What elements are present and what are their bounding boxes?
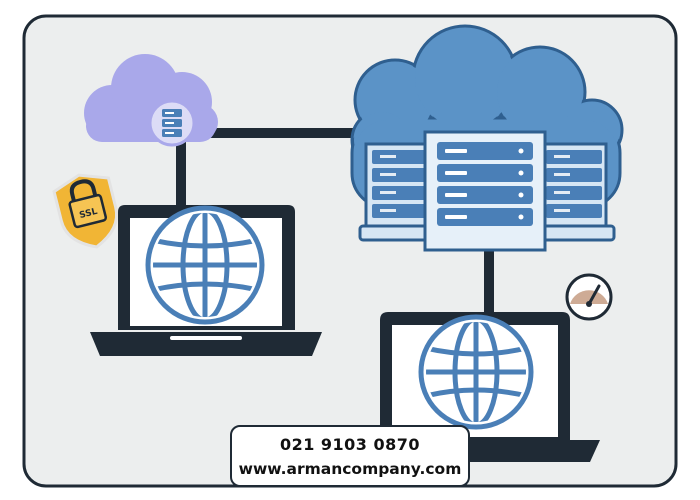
connection-lines <box>176 128 494 320</box>
server-rack <box>358 130 616 252</box>
server-rack-left-wing <box>364 142 434 230</box>
contact-website[interactable]: www.armancompany.com <box>238 460 462 478</box>
server-cloud-icon <box>84 54 218 147</box>
globe-icon <box>418 314 534 430</box>
contact-card: 021 9103 0870 www.armancompany.com <box>230 425 470 487</box>
ssl-lock-shield-icon: SSL <box>52 173 119 249</box>
server-rack-right-wing <box>538 142 608 230</box>
ssl-label: SSL <box>78 207 98 221</box>
contact-phone: 021 9103 0870 <box>279 435 421 454</box>
speed-gauge-icon <box>565 273 613 321</box>
globe-icon <box>145 205 265 325</box>
